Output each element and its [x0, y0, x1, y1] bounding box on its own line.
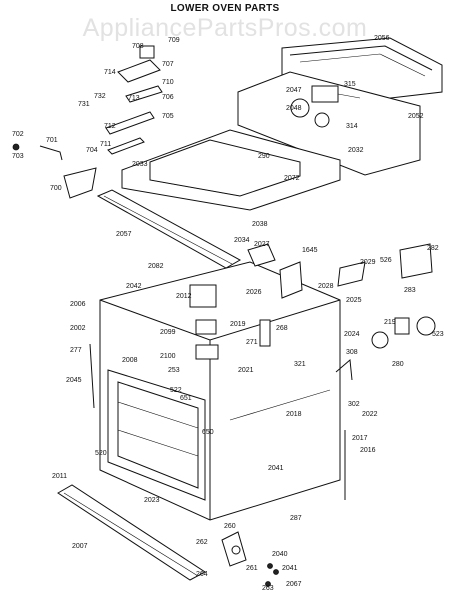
callout-label: 2032 — [348, 147, 364, 154]
callout-label: 2033 — [132, 161, 148, 168]
callout-label: 714 — [104, 69, 116, 76]
callout-label: 710 — [162, 79, 174, 86]
callout-label: 2067 — [286, 581, 302, 588]
door-hinges — [221, 531, 279, 587]
callout-label: 282 — [427, 245, 439, 252]
callout-label: 302 — [348, 401, 360, 408]
callout-label: 2023 — [144, 497, 160, 504]
callout-label: 264 — [196, 571, 208, 578]
callout-label: 271 — [246, 339, 258, 346]
callout-label: 711 — [100, 141, 111, 148]
callout-label: 526 — [380, 257, 392, 264]
callout-label: 704 — [86, 147, 98, 154]
callout-label: 2017 — [352, 435, 368, 442]
callout-label: 2041 — [282, 565, 298, 572]
callout-label: 2056 — [374, 35, 390, 42]
callout-label: 2082 — [148, 263, 164, 270]
callout-label: 315 — [344, 81, 356, 88]
rear-wall — [237, 71, 421, 176]
callout-labels: 708 709 707 714 710 713 706 731 732 705 … — [12, 35, 444, 592]
callout-label: 713 — [128, 95, 140, 102]
control-brackets — [12, 45, 163, 199]
callout-label: 2012 — [176, 293, 192, 300]
callout-label: 2022 — [362, 411, 378, 418]
callout-label: 277 — [70, 347, 82, 354]
side-components — [89, 243, 436, 500]
callout-label: 283 — [404, 287, 416, 294]
callout-label: 701 — [46, 137, 58, 144]
callout-label: 2052 — [408, 113, 424, 120]
callout-label: 2057 — [116, 231, 132, 238]
watermark: AppliancePartsPros.com — [82, 14, 368, 42]
callout-label: 2006 — [70, 301, 86, 308]
kick-panel — [57, 484, 206, 581]
callout-label: 2040 — [272, 551, 288, 558]
callout-label: 706 — [162, 94, 174, 101]
callout-label: 2024 — [344, 331, 360, 338]
callout-label: 522 — [170, 387, 182, 394]
callout-label: 1645 — [302, 247, 318, 254]
callout-label: 650 — [202, 429, 214, 436]
callout-label: 2016 — [360, 447, 376, 454]
callout-label: 2007 — [72, 543, 88, 550]
callout-label: 260 — [224, 523, 236, 530]
page-title: LOWER OVEN PARTS — [170, 3, 280, 14]
callout-label: 2008 — [122, 357, 138, 364]
callout-label: 2048 — [286, 105, 302, 112]
callout-label: 2027 — [254, 241, 270, 248]
callout-label: 703 — [12, 153, 24, 160]
callout-label: 2028 — [318, 283, 334, 290]
callout-label: 709 — [168, 37, 180, 44]
callout-label: 268 — [276, 325, 288, 332]
callout-label: 732 — [94, 93, 106, 100]
callout-label: 2018 — [286, 411, 302, 418]
callout-label: 261 — [246, 565, 258, 572]
callout-label: 2099 — [160, 329, 176, 336]
callout-label: 651 — [180, 395, 192, 402]
oven-body — [99, 261, 341, 521]
oven-top — [121, 129, 341, 211]
callout-label: 705 — [162, 113, 174, 120]
callout-label: 314 — [346, 123, 358, 130]
callout-label: 2021 — [238, 367, 254, 374]
callout-label: 219 — [384, 319, 396, 326]
callout-label: 2026 — [246, 289, 262, 296]
callout-label: 2038 — [252, 221, 268, 228]
callout-label: 2045 — [66, 377, 82, 384]
callout-label: 253 — [168, 367, 180, 374]
callout-label: 287 — [290, 515, 302, 522]
callout-label: 2025 — [346, 297, 362, 304]
callout-label: 702 — [12, 131, 24, 138]
callout-label: 520 — [95, 450, 107, 457]
callout-label: 707 — [162, 61, 174, 68]
callout-label: 2100 — [160, 353, 176, 360]
callout-label: 2029 — [360, 259, 376, 266]
callout-label: 290 — [258, 153, 270, 160]
callout-label: 263 — [262, 585, 274, 592]
callout-label: 523 — [432, 331, 444, 338]
front-trim-bar — [96, 189, 242, 269]
callout-label: 2019 — [230, 321, 246, 328]
callout-label: 700 — [50, 185, 62, 192]
callout-label: 2011 — [52, 473, 67, 480]
callout-label: 731 — [78, 101, 90, 108]
callout-label: 712 — [104, 123, 116, 130]
callout-label: 308 — [346, 349, 358, 356]
callout-label: 708 — [132, 43, 144, 50]
callout-label: 280 — [392, 361, 404, 368]
callout-label: 321 — [294, 361, 306, 368]
callout-label: 2042 — [126, 283, 142, 290]
callout-label: 262 — [196, 539, 208, 546]
callout-label: 2047 — [286, 87, 302, 94]
callout-label: 2072 — [284, 175, 300, 182]
callout-label: 2034 — [234, 237, 250, 244]
callout-label: 2041 — [268, 465, 284, 472]
callout-label: 2002 — [70, 325, 86, 332]
